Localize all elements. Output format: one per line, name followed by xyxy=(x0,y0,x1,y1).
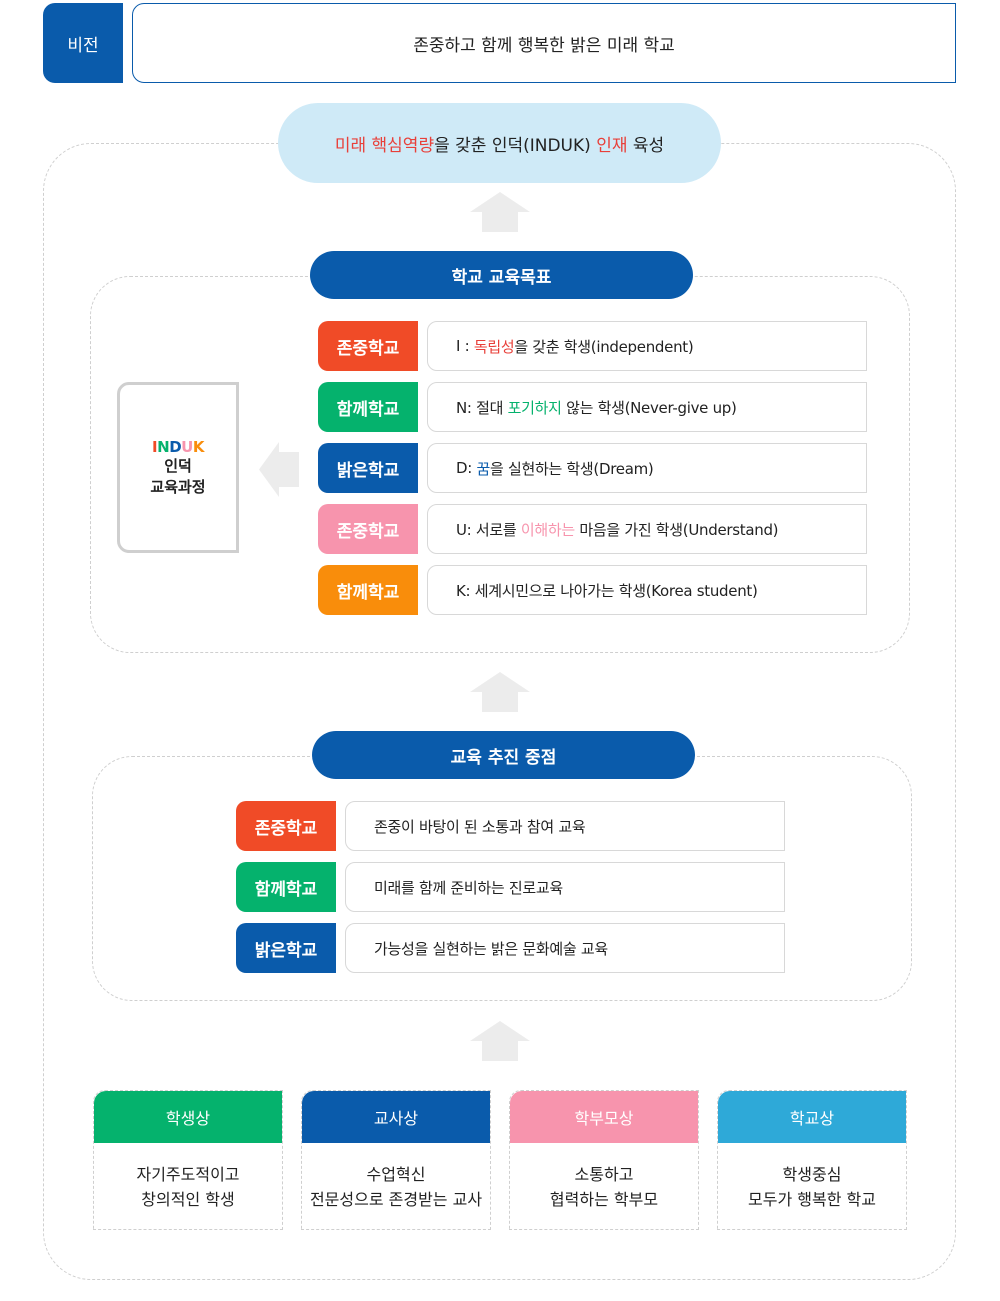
card-parent-title: 학부모상 xyxy=(510,1091,698,1143)
up-arrow-icon xyxy=(470,1021,530,1061)
left-arrow-icon xyxy=(259,442,299,497)
focus-row-career: 미래를 함께 준비하는 진로교육 xyxy=(345,862,785,912)
card-teacher-title: 교사상 xyxy=(302,1091,490,1143)
goal-badge-together: 함께학교 xyxy=(318,382,418,432)
up-arrow-icon xyxy=(470,192,530,232)
card-student-body: 자기주도적이고 창의적인 학생 xyxy=(136,1165,240,1209)
card-teacher: 교사상 수업혁신 전문성으로 존경받는 교사 xyxy=(301,1090,491,1230)
induk-label: 인덕 xyxy=(164,456,192,475)
card-parent-body: 소통하고 협력하는 학부모 xyxy=(549,1165,659,1209)
focus-title: 교육 추진 중점 xyxy=(312,731,695,779)
cloud-highlight-2: 핵심역량 xyxy=(371,135,435,156)
card-parent: 학부모상 소통하고 협력하는 학부모 xyxy=(509,1090,699,1230)
focus-row-communication: 존중이 바탕이 된 소통과 참여 교육 xyxy=(345,801,785,851)
up-arrow-icon xyxy=(470,672,530,712)
card-teacher-body: 수업혁신 전문성으로 존경받는 교사 xyxy=(309,1165,483,1209)
card-school-title: 학교상 xyxy=(718,1091,906,1143)
induk-curriculum-label: 교육과정 xyxy=(150,477,206,496)
focus-badge-respect: 존중학교 xyxy=(236,801,336,851)
goal-row-never-give-up: N: 절대 포기하지 않는 학생(Never-give up) xyxy=(427,382,867,432)
focus-row-culture-art: 가능성을 실현하는 밝은 문화예술 교육 xyxy=(345,923,785,973)
focus-badge-bright: 밝은학교 xyxy=(236,923,336,973)
card-school-body: 학생중심 모두가 행복한 학교 xyxy=(748,1165,876,1209)
goal-badge-together-2: 함께학교 xyxy=(318,565,418,615)
goal-badge-bright: 밝은학교 xyxy=(318,443,418,493)
vision-badge: 비전 xyxy=(43,3,123,83)
goal-badge-respect-2: 존중학교 xyxy=(318,504,418,554)
goals-title: 학교 교육목표 xyxy=(310,251,693,299)
induk-logo: INDUK xyxy=(152,437,204,456)
focus-badge-together: 함께학교 xyxy=(236,862,336,912)
card-student: 학생상 자기주도적이고 창의적인 학생 xyxy=(93,1090,283,1230)
cloud-highlight-3: 인재 xyxy=(596,135,628,156)
goal-row-understand: U: 서로를 이해하는 마음을 가진 학생(Understand) xyxy=(427,504,867,554)
cloud-text-1: 을 갖춘 인덕(INDUK) xyxy=(434,135,597,156)
card-school: 학교상 학생중심 모두가 행복한 학교 xyxy=(717,1090,907,1230)
cloud-text-2: 육성 xyxy=(627,135,665,156)
induk-curriculum-box: INDUK 인덕 교육과정 xyxy=(117,382,239,553)
cloud-highlight-1: 미래 xyxy=(334,135,367,156)
goal-badge-respect: 존중학교 xyxy=(318,321,418,371)
goal-row-korea-student: K: 세계시민으로 나아가는 학생(Korea student) xyxy=(427,565,867,615)
vision-statement: 존중하고 함께 행복한 밝은 미래 학교 xyxy=(132,3,956,83)
card-student-title: 학생상 xyxy=(94,1091,282,1143)
